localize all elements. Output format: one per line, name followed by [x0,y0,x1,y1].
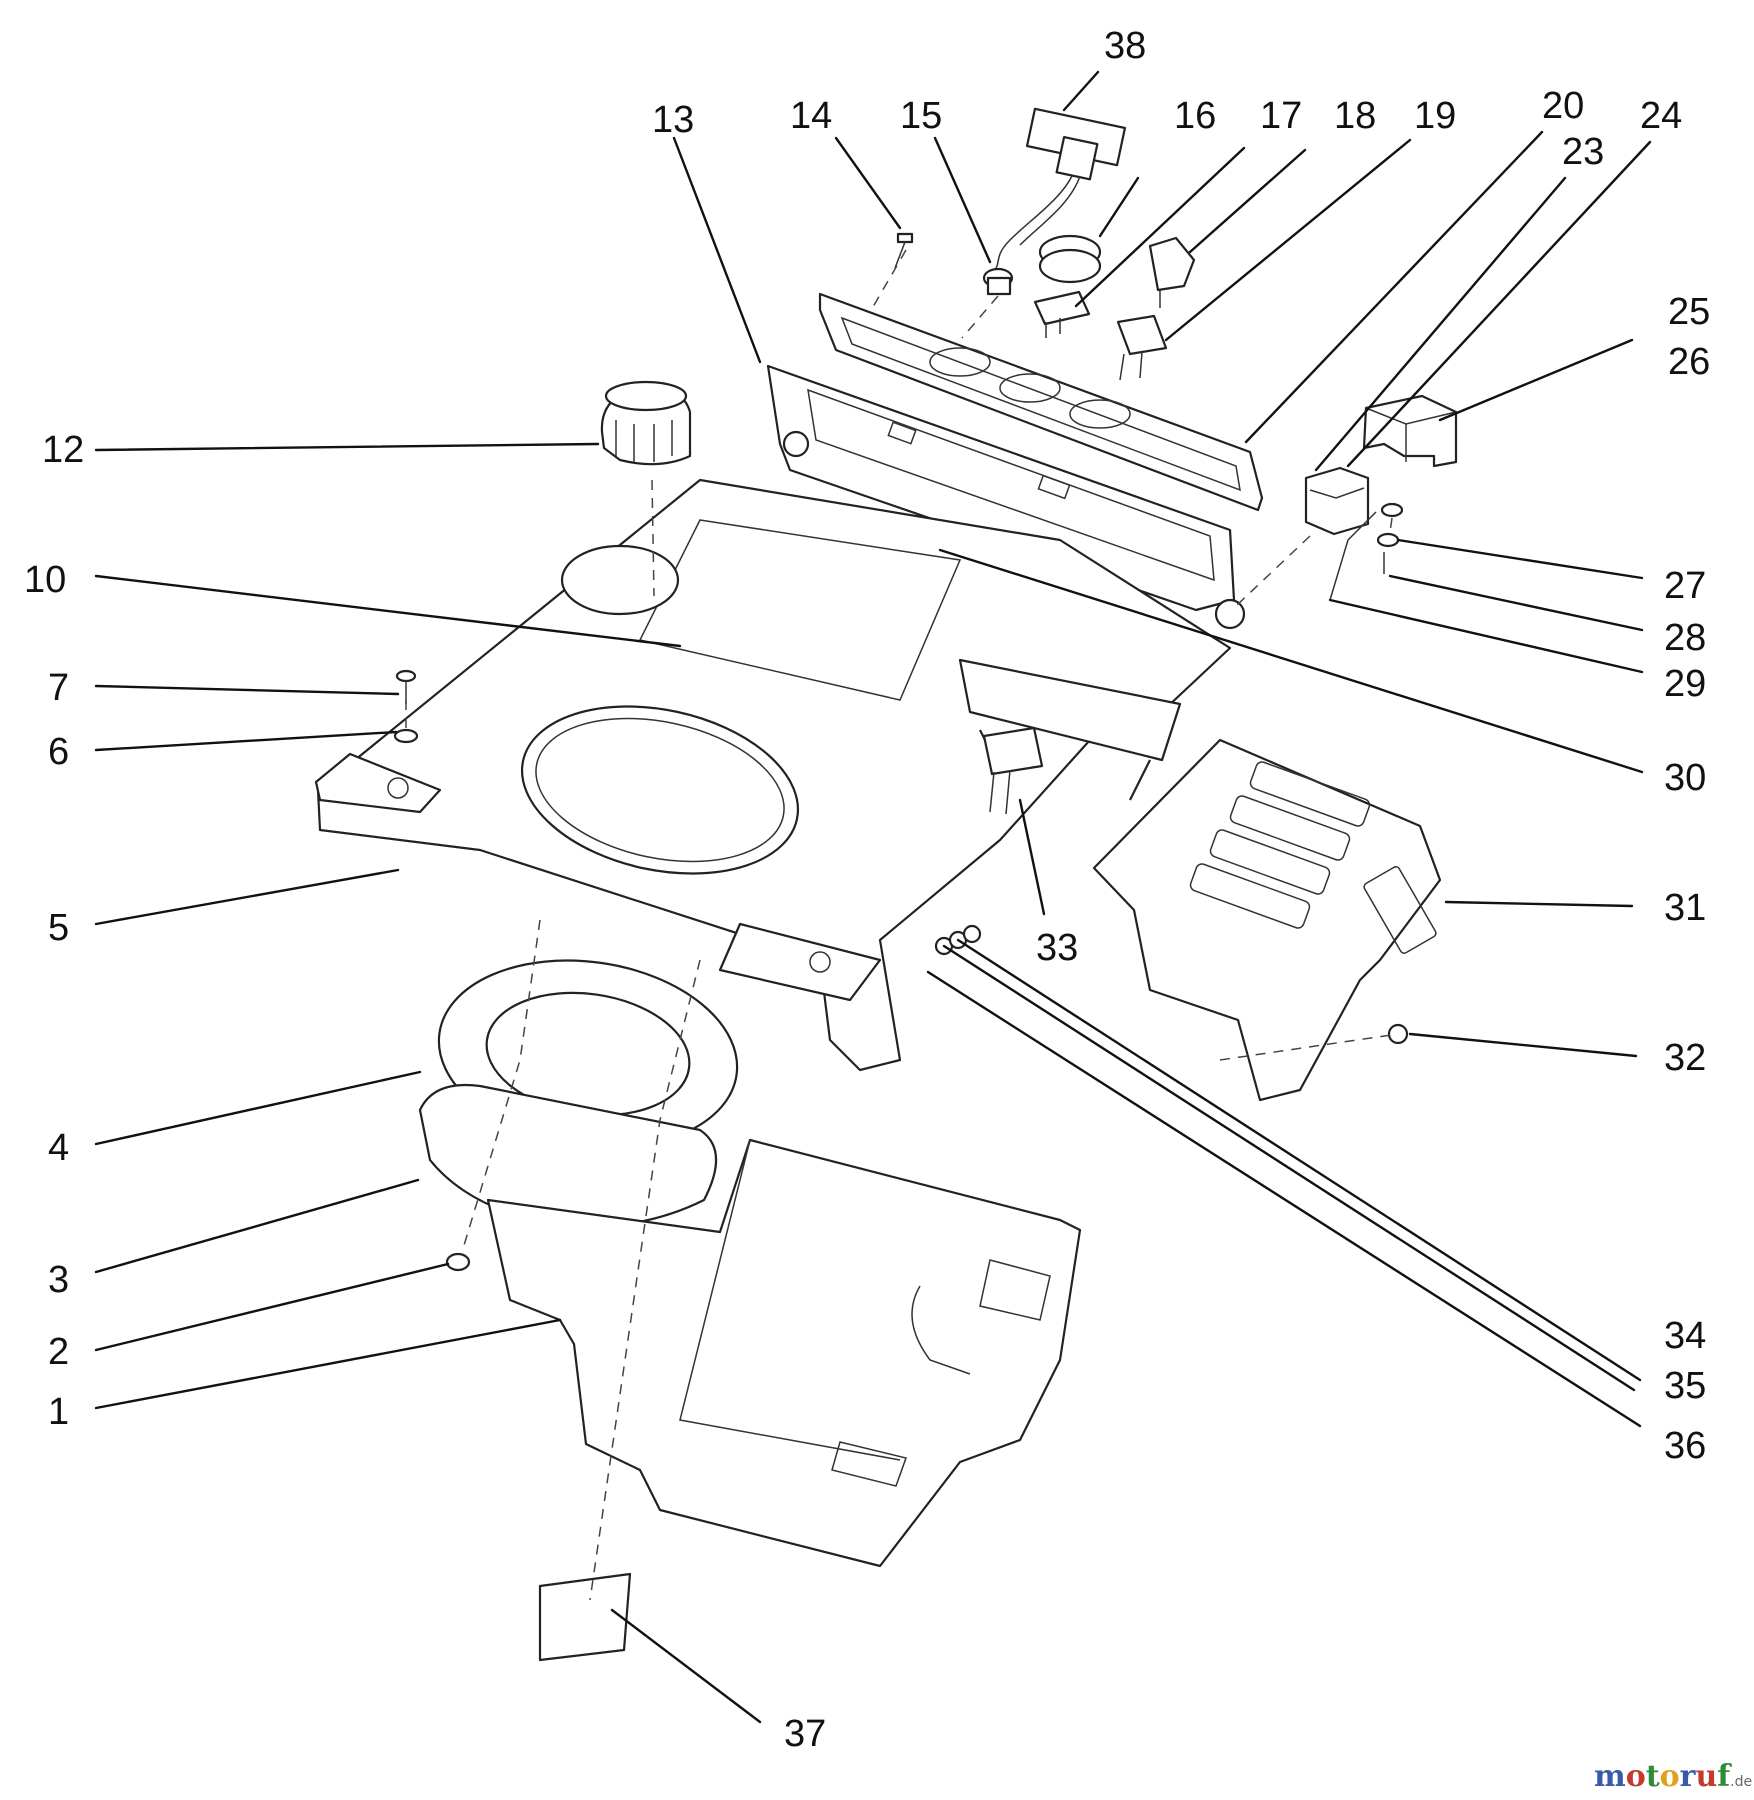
leader-27 [1396,538,1644,580]
callout-17: 17 [1260,95,1302,137]
wire-harness-plug [995,107,1127,269]
switch-18 [1148,236,1196,308]
callout-35: 35 [1664,1365,1706,1407]
leader-37 [610,1608,762,1724]
callout-33: 33 [1036,927,1078,969]
callout-30: 30 [1664,757,1706,799]
wm-r: r [1680,1759,1697,1794]
leader-lines [94,70,1652,1724]
callout-29: 29 [1664,663,1706,705]
wm-o2: o [1660,1759,1680,1794]
leader-14 [834,136,902,230]
callout-labels: 38 13 14 15 16 17 18 19 20 23 24 25 26 1… [24,25,1710,1755]
callout-1: 1 [48,1391,69,1433]
dash-panel-bezel [818,292,1264,512]
lower-housing [486,1138,1082,1568]
callout-32: 32 [1664,1037,1706,1079]
leader-31 [1444,900,1634,908]
control-knob [1362,394,1458,468]
leader-13 [672,136,762,364]
leader-33 [1018,798,1046,916]
callout-27: 27 [1664,565,1706,607]
callout-38: 38 [1104,25,1146,67]
switch-19 [1116,314,1168,381]
leader-25 [1438,338,1634,422]
leader-4 [94,1070,422,1146]
callout-23: 23 [1562,131,1604,173]
leader-30 [938,548,1644,774]
leader-29 [1328,598,1644,674]
callout-37: 37 [784,1713,826,1755]
leader-1 [94,1318,562,1410]
shroud-vents [1189,761,1437,954]
callout-2: 2 [48,1331,69,1373]
wm-t: t [1646,1759,1660,1794]
wm-suffix: .de [1730,1774,1752,1790]
callout-31: 31 [1664,887,1706,929]
nut-2 [445,1252,471,1272]
svg-text:motoruf.de: motoruf.de [1594,1759,1752,1794]
cables [926,924,1642,1428]
callout-3: 3 [48,1259,69,1301]
leader-32 [1408,1032,1638,1058]
wm-f: f [1717,1759,1732,1794]
assembly-lines [405,249,1399,1601]
cross-panel [314,752,442,814]
callout-14: 14 [790,95,832,137]
screw-14 [894,232,914,269]
callout-26: 26 [1668,341,1710,383]
engine-shroud [1092,738,1442,1102]
leader-15 [933,136,992,264]
leader-10 [94,574,682,648]
callout-16: 16 [1174,95,1216,137]
decal [538,1572,632,1662]
grommet-15 [982,267,1014,296]
callout-6: 6 [48,731,69,773]
watermark-logo: motoruf.de [1594,1759,1752,1794]
leader-12 [94,442,600,452]
callout-18: 18 [1334,95,1376,137]
washer-and-bolt [393,669,419,744]
wm-u: u [1695,1759,1717,1794]
callout-24: 24 [1640,95,1682,137]
leader-19 [1164,138,1412,342]
callout-12: 12 [42,429,84,471]
callout-25: 25 [1668,291,1710,333]
leader-3 [94,1178,420,1274]
wm-o1: o [1626,1759,1646,1794]
dash-panel [766,364,1246,653]
callout-36: 36 [1664,1425,1706,1467]
callout-13: 13 [652,99,694,141]
connector-33 [982,726,1044,815]
leader-38 [1062,70,1100,112]
leader-23 [1314,176,1567,472]
main-housing [316,478,1232,1072]
rod-and-fasteners [1329,502,1404,601]
key-switch [1033,234,1102,338]
leader-7 [94,684,400,696]
fuel-cap [600,380,692,466]
callout-4: 4 [48,1127,69,1169]
callout-28: 28 [1664,617,1706,659]
callout-10: 10 [24,559,66,601]
callout-19: 19 [1414,95,1456,137]
callout-15: 15 [900,95,942,137]
callout-20: 20 [1542,85,1584,127]
callout-34: 34 [1664,1315,1706,1357]
leader-16 [1098,176,1140,238]
leader-18 [1188,148,1307,254]
leader-5 [94,868,400,926]
callout-7: 7 [48,667,69,709]
leader-24 [1346,140,1652,468]
leader-6 [94,730,398,752]
wm-m: m [1594,1759,1626,1794]
leader-20 [1244,130,1544,444]
callout-5: 5 [48,907,69,949]
leader-28 [1388,574,1644,632]
leader-2 [94,1262,450,1352]
leader-17 [1074,146,1246,308]
parts-artwork [314,107,1642,1662]
switch-24 [1304,466,1370,536]
